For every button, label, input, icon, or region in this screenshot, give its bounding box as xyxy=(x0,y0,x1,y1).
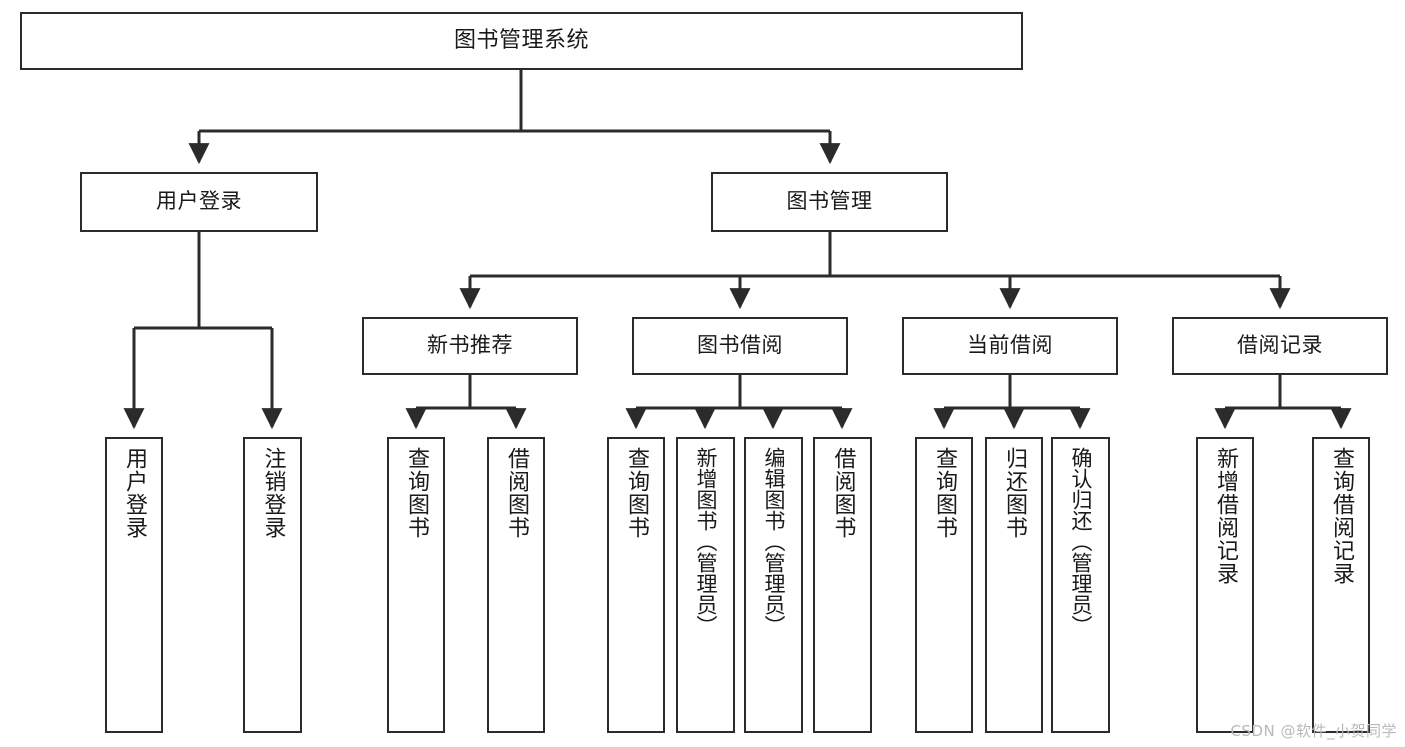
node-current-borrow-label: 当前借阅 xyxy=(967,333,1053,358)
node-root[interactable]: 图书管理系统 xyxy=(20,12,1023,70)
node-current-borrow[interactable]: 当前借阅 xyxy=(902,317,1118,375)
leaf-borrow-book-2-label: 借阅图书 xyxy=(830,447,856,539)
leaf-edit-book-label: 编辑图书（管理员） xyxy=(762,447,786,636)
leaf-return-book-label: 归还图书 xyxy=(1002,447,1027,539)
node-book-borrow[interactable]: 图书借阅 xyxy=(632,317,848,375)
leaf-logout-label: 注销登录 xyxy=(260,447,286,539)
leaf-add-record[interactable]: 新增借阅记录 xyxy=(1196,437,1254,733)
node-user-login[interactable]: 用户登录 xyxy=(80,172,318,232)
node-book-borrow-label: 图书借阅 xyxy=(697,333,783,358)
node-book-manage-label: 图书管理 xyxy=(786,189,873,214)
leaf-query-book-1-label: 查询图书 xyxy=(404,447,429,539)
leaf-confirm-return-label: 确认归还（管理员） xyxy=(1069,447,1093,636)
leaf-edit-book[interactable]: 编辑图书（管理员） xyxy=(744,437,803,733)
leaf-user-login-label: 用户登录 xyxy=(122,447,147,539)
leaf-query-book-2[interactable]: 查询图书 xyxy=(607,437,665,733)
csdn-watermark: CSDN @软件_小贺同学 xyxy=(1230,722,1397,740)
node-user-login-label: 用户登录 xyxy=(156,189,242,214)
leaf-add-record-label: 新增借阅记录 xyxy=(1213,447,1238,585)
leaf-return-book[interactable]: 归还图书 xyxy=(985,437,1043,733)
node-new-book-rec-label: 新书推荐 xyxy=(427,333,513,358)
leaf-add-book-label: 新增图书（管理员） xyxy=(694,447,718,636)
leaf-query-record[interactable]: 查询借阅记录 xyxy=(1312,437,1370,733)
leaf-user-login[interactable]: 用户登录 xyxy=(105,437,163,733)
node-book-manage[interactable]: 图书管理 xyxy=(711,172,948,232)
node-new-book-rec[interactable]: 新书推荐 xyxy=(362,317,578,375)
node-borrow-record[interactable]: 借阅记录 xyxy=(1172,317,1388,375)
leaf-add-book[interactable]: 新增图书（管理员） xyxy=(676,437,735,733)
leaf-confirm-return[interactable]: 确认归还（管理员） xyxy=(1051,437,1110,733)
leaf-borrow-book-2[interactable]: 借阅图书 xyxy=(813,437,872,733)
leaf-query-book-1[interactable]: 查询图书 xyxy=(387,437,445,733)
leaf-logout[interactable]: 注销登录 xyxy=(243,437,302,733)
leaf-borrow-book-1-label: 借阅图书 xyxy=(504,447,529,539)
leaf-query-book-3-label: 查询图书 xyxy=(932,447,957,539)
node-borrow-record-label: 借阅记录 xyxy=(1237,333,1323,358)
node-root-label: 图书管理系统 xyxy=(453,27,589,53)
leaf-query-book-2-label: 查询图书 xyxy=(624,447,649,539)
leaf-query-book-3[interactable]: 查询图书 xyxy=(915,437,973,733)
leaf-query-record-label: 查询借阅记录 xyxy=(1329,447,1354,585)
leaf-borrow-book-1[interactable]: 借阅图书 xyxy=(487,437,545,733)
